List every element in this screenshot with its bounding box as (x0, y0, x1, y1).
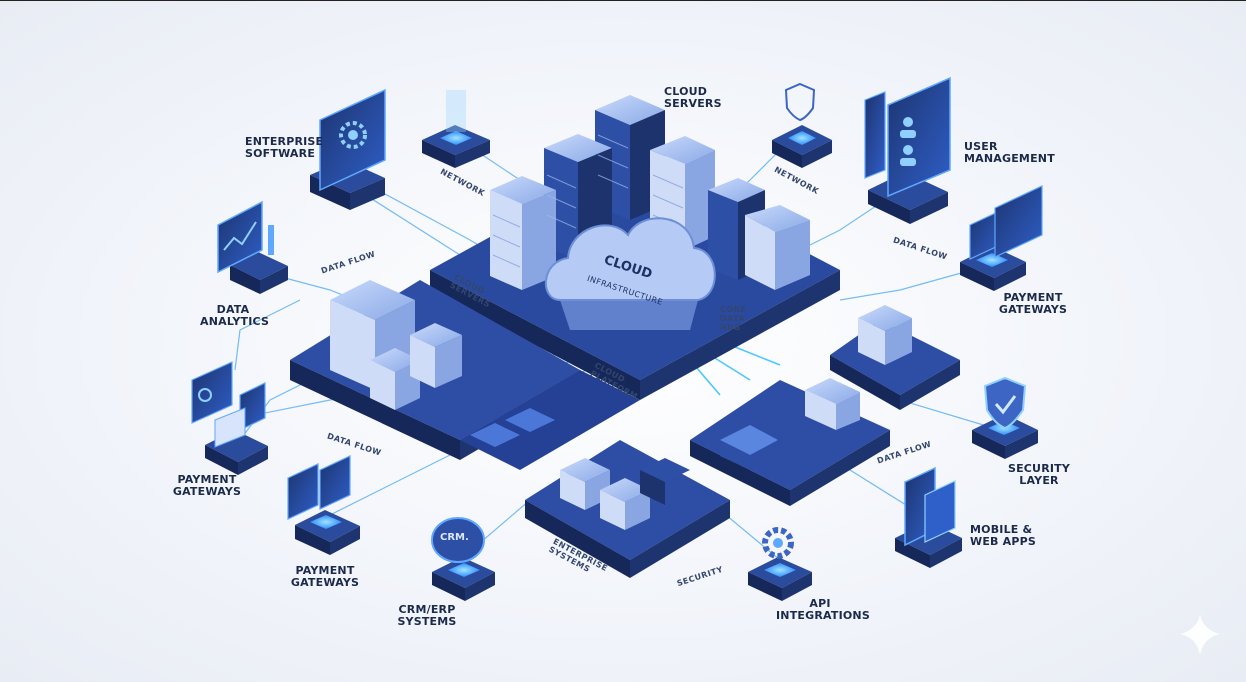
node-mobile-web (895, 466, 962, 568)
chart-icon (223, 221, 274, 255)
label-payment-gateways-bottom: Payment Gateways (290, 564, 360, 589)
label-cloud-servers: Cloud Servers (664, 85, 722, 110)
cloud-icon (545, 217, 716, 330)
shield-icon (983, 376, 1027, 430)
node-payment-bottom-left (287, 455, 360, 555)
platform-core-data-hub-text: Core Data Hub (720, 305, 747, 332)
bottom-platform-cubes (560, 458, 690, 530)
label-enterprise-software: Enterprise Software (245, 135, 324, 160)
sparkle-icon (1180, 614, 1220, 655)
label-security-layer: Security Layer (1007, 462, 1071, 487)
label-payment-gateways-left: Payment Gateways (172, 473, 242, 498)
left-platform-blocks (330, 280, 555, 447)
gear-icon (339, 121, 367, 149)
node-user-management (864, 76, 951, 224)
node-enterprise-software (310, 88, 386, 210)
server-slots (492, 134, 684, 268)
api-gear-icon (762, 527, 794, 559)
top-border (0, 0, 1246, 1)
node-payment-right (960, 185, 1043, 291)
users-icon (900, 117, 916, 166)
crm-sign-text: CRM. (440, 532, 469, 543)
node-payment-left (191, 361, 268, 475)
right-lower-shapes (720, 378, 860, 470)
label-mobile-web-apps: Mobile & Web Apps (970, 523, 1037, 548)
node-crm-erp (431, 517, 495, 601)
label-user-management: User Management (964, 140, 1055, 165)
label-api-integrations: API Integrations (776, 597, 870, 622)
node-network-right (772, 82, 832, 168)
label-data-analytics: Data Analytics (200, 303, 270, 328)
right-mid-cubes (858, 305, 912, 365)
label-payment-gateways-right: Payment Gateways (998, 291, 1068, 316)
label-crm-erp-systems: CRM/ERP Systems (397, 603, 457, 628)
node-data-analytics (217, 200, 288, 294)
dollar-icon (198, 388, 212, 402)
node-network-left (422, 90, 490, 168)
node-api-integrations (748, 557, 812, 601)
